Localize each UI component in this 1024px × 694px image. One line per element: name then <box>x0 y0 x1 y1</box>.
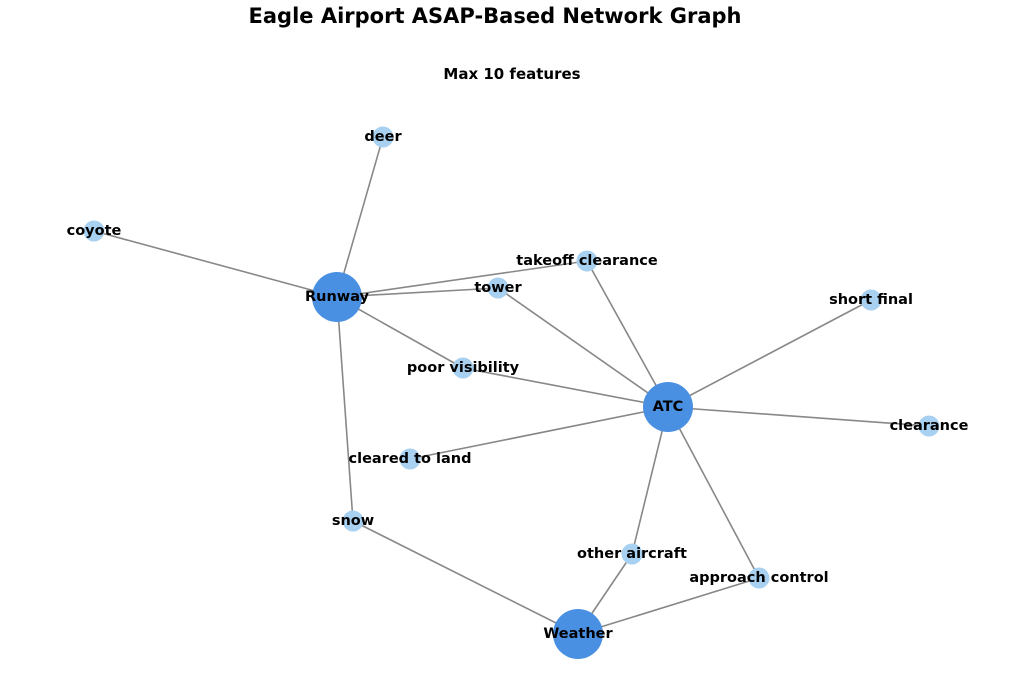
chart-subtitle: Max 10 features <box>443 65 580 83</box>
node-label-other-aircraft: other aircraft <box>577 546 687 562</box>
chart-title: Eagle Airport ASAP-Based Network Graph <box>249 4 742 28</box>
node-label-approach-control: approach control <box>689 570 828 586</box>
node-label-takeoff-clearance: takeoff clearance <box>516 253 658 269</box>
node-runway <box>312 272 362 322</box>
node-takeoff-clearance <box>576 250 598 272</box>
node-coyote <box>83 220 105 242</box>
edge-weather-snow <box>352 520 579 635</box>
node-atc <box>643 382 693 432</box>
edge-atc-short_final <box>667 299 872 408</box>
node-label-runway: Runway <box>305 289 370 305</box>
node-weather <box>553 609 603 659</box>
edge-atc-cleared_to_land <box>409 406 669 460</box>
edge-atc-tower <box>497 287 669 408</box>
node-label-coyote: coyote <box>67 223 122 239</box>
node-label-atc: ATC <box>653 399 684 415</box>
node-snow <box>342 510 364 532</box>
edge-atc-poor_visibility <box>462 367 669 408</box>
node-label-deer: deer <box>364 129 402 145</box>
node-label-poor-visibility: poor visibility <box>407 360 520 376</box>
node-label-weather: Weather <box>543 626 613 642</box>
node-poor-visibility <box>452 357 474 379</box>
edge-atc-clearance <box>667 406 930 427</box>
node-approach-control <box>748 567 770 589</box>
edge-atc-approach_control <box>667 406 760 579</box>
node-tower <box>487 277 509 299</box>
edge-weather-approach_control <box>577 577 760 635</box>
edge-runway-snow <box>336 296 354 522</box>
node-other-aircraft <box>621 543 643 565</box>
node-cleared-to-land <box>399 448 421 470</box>
edge-runway-takeoff_clearance <box>336 260 588 298</box>
edge-layer <box>93 136 930 635</box>
node-clearance <box>918 415 940 437</box>
edge-runway-coyote <box>93 230 338 298</box>
node-layer <box>83 126 940 659</box>
node-label-clearance: clearance <box>890 418 969 434</box>
node-label-cleared-to-land: cleared to land <box>349 451 472 467</box>
node-label-tower: tower <box>474 280 522 296</box>
node-deer <box>372 126 394 148</box>
edge-atc-takeoff_clearance <box>586 260 669 408</box>
node-short-final <box>860 289 882 311</box>
node-label-snow: snow <box>332 513 374 529</box>
edge-atc-other_aircraft <box>631 406 669 555</box>
edge-runway-tower <box>336 287 499 298</box>
edge-runway-deer <box>336 136 384 298</box>
node-label-short-final: short final <box>829 292 913 308</box>
